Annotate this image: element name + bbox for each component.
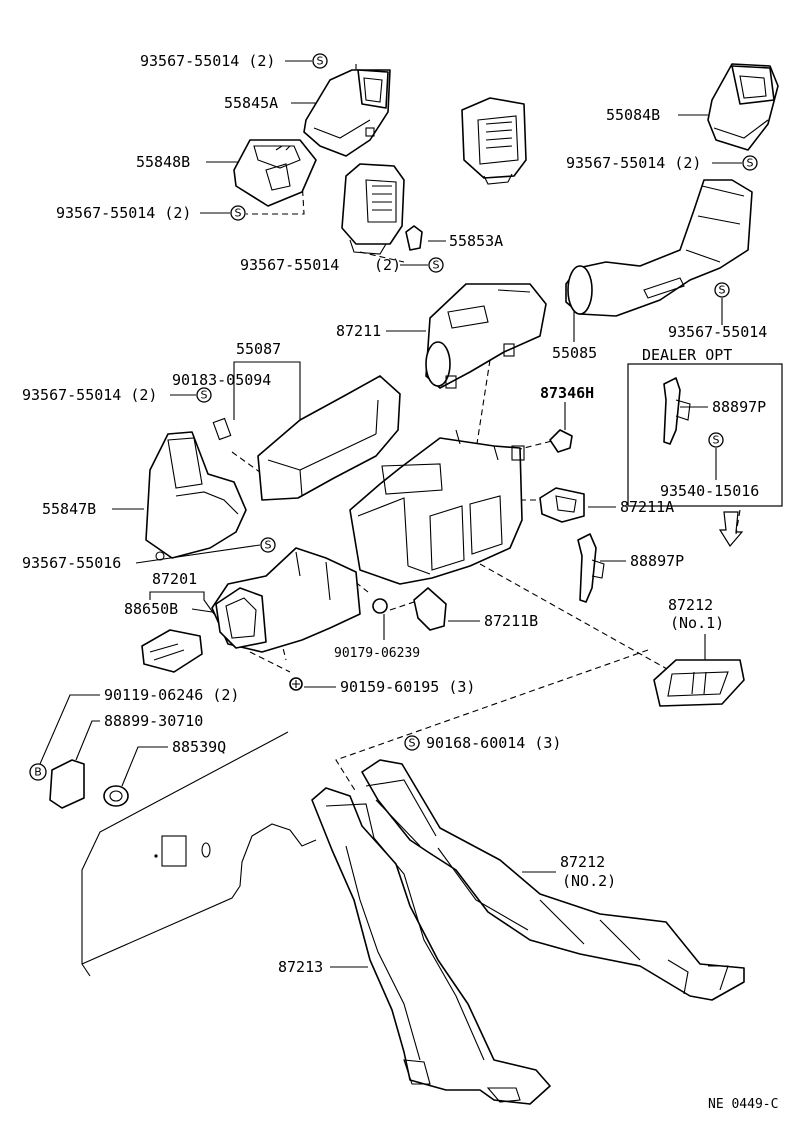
part-90159-60195 <box>289 677 303 691</box>
svg-text:S: S <box>719 284 726 297</box>
label-87213: 87213 <box>278 958 323 976</box>
label-88539q: 88539Q <box>172 738 226 756</box>
label-90183-05094: 90183-05094 <box>172 371 271 389</box>
part-55848b <box>233 139 317 207</box>
label-55853a: 55853A <box>449 232 503 250</box>
s-symbol: S <box>714 282 730 298</box>
label-90168-60014: 90168-60014 (3) <box>426 734 561 752</box>
label-90179-06239: 90179-06239 <box>334 646 420 661</box>
label-55085: 55085 <box>552 344 597 362</box>
label-87212-no2: 87212 <box>560 853 605 871</box>
svg-text:S: S <box>317 55 324 68</box>
part-55087 <box>212 375 401 501</box>
svg-text:S: S <box>265 539 272 552</box>
svg-text:S: S <box>747 157 754 170</box>
label-qty-2: (2) <box>374 256 401 274</box>
label-87211a: 87211A <box>620 498 674 516</box>
s-symbol: S <box>404 735 420 751</box>
label-87211b: 87211B <box>484 612 538 630</box>
label-90119-06246: 90119-06246 (2) <box>104 686 239 704</box>
label-55087: 55087 <box>236 340 281 358</box>
s-symbol: S <box>196 387 212 403</box>
label-87212-no1: 87212 <box>668 596 713 614</box>
label-55845a: 55845A <box>224 94 278 112</box>
s-symbol: S <box>742 155 758 171</box>
part-88539q <box>103 785 129 807</box>
label-55847b: 55847B <box>42 500 96 518</box>
label-90159-60195: 90159-60195 (3) <box>340 678 475 696</box>
label-87201: 87201 <box>152 570 197 588</box>
dealer-arrow-icon <box>718 511 744 548</box>
part-87211b <box>413 587 447 631</box>
label-55084b: 55084B <box>606 106 660 124</box>
part-87212-no2 <box>361 759 745 1001</box>
svg-text:S: S <box>409 737 416 750</box>
s-symbol: S <box>428 257 444 273</box>
leader-lines <box>39 60 742 968</box>
part-controller <box>341 163 405 255</box>
part-floor-panel <box>81 731 317 977</box>
label-dealer-opt: DEALER OPT <box>642 346 732 364</box>
label-88897p-dealer: 88897P <box>712 398 766 416</box>
s-symbol: S <box>230 205 246 221</box>
label-88650b: 88650B <box>124 600 178 618</box>
svg-text:B: B <box>34 766 42 779</box>
part-blower-motor <box>461 97 527 185</box>
b-symbol: B <box>29 763 47 781</box>
label-55848b: 55848B <box>136 153 190 171</box>
label-93567-55014-left: 93567-55014 (2) <box>56 204 191 222</box>
part-55085 <box>565 179 753 317</box>
s-symbol: S <box>260 537 276 553</box>
s-symbol: S <box>708 432 724 448</box>
part-88650b <box>141 629 203 673</box>
label-88899-30710: 88899-30710 <box>104 712 203 730</box>
part-87213 <box>311 787 551 1105</box>
label-93567-55014-right: 93567-55014 (2) <box>566 154 701 172</box>
part-87212-no1 <box>653 659 745 707</box>
part-55084b <box>707 63 779 151</box>
diagram-code: NE 0449-C <box>708 1097 778 1112</box>
label-93567-55014-top: 93567-55014 (2) <box>140 52 275 70</box>
s-symbol: S <box>312 53 328 69</box>
label-87212-no1-sub: (No.1) <box>670 614 724 632</box>
label-87212-no2-sub: (NO.2) <box>562 872 616 890</box>
label-93540-15016: 93540-15016 <box>660 482 759 500</box>
label-88897p: 88897P <box>630 552 684 570</box>
svg-text:S: S <box>235 207 242 220</box>
svg-text:S: S <box>201 389 208 402</box>
part-90179-06239 <box>372 598 388 614</box>
part-88897p-dealer <box>663 377 691 445</box>
label-93567-55014-side: 93567-55014 (2) <box>22 386 157 404</box>
label-87211: 87211 <box>336 322 381 340</box>
label-93567-55014-right-lower: 93567-55014 <box>668 323 767 341</box>
part-55845a <box>303 69 391 157</box>
part-88899-30710 <box>49 759 85 809</box>
part-55847b <box>145 431 247 561</box>
svg-text:S: S <box>433 259 440 272</box>
part-87211a <box>539 487 585 523</box>
part-heater-unit <box>349 429 525 585</box>
part-87201 <box>211 547 361 653</box>
part-87346h <box>549 429 573 453</box>
label-93567-55014-mid: 93567-55014 <box>240 256 339 274</box>
label-93567-55016: 93567-55016 <box>22 554 121 572</box>
label-87346h: 87346H <box>540 384 594 402</box>
svg-text:S: S <box>713 434 720 447</box>
part-55853a <box>405 225 423 251</box>
dealer-option-box <box>627 363 783 507</box>
part-87211 <box>425 283 547 389</box>
part-88897p <box>577 533 605 603</box>
